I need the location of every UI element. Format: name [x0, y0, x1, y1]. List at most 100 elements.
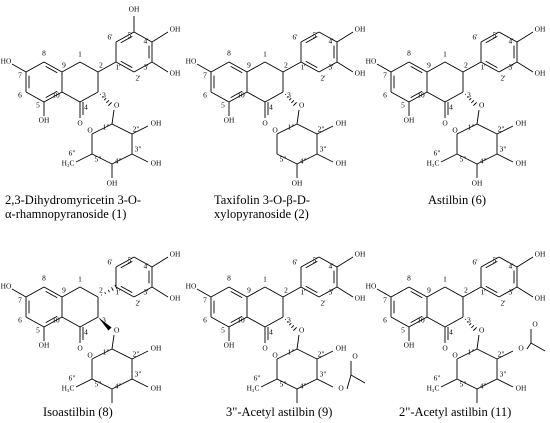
acetyl-methyl — [530, 342, 546, 352]
c2-b-ring-bond — [282, 61, 302, 73]
atom-number-s2: 2" — [133, 125, 140, 134]
ring-a-double — [230, 315, 243, 324]
atom-number-s5: 5" — [280, 380, 287, 389]
sugar-bond — [111, 153, 133, 165]
atom-number-s4: 4" — [300, 157, 307, 166]
atom-number-c4p: 4' — [328, 262, 334, 271]
atom-number-c4p: 4' — [508, 37, 514, 46]
sugar-bond — [476, 123, 498, 135]
sugar-bond — [276, 348, 298, 360]
atom-number-c1: 1 — [263, 275, 267, 284]
hash-stroke — [108, 102, 112, 106]
sugar-methyl-bond — [260, 378, 278, 388]
c3pp-oh-label: O — [338, 384, 344, 393]
caption-compound-1: 2,3-Dihydromyricetin 3-O- α-rhamnopyrano… — [5, 193, 141, 221]
ring-b-bond — [300, 61, 320, 73]
c4p-oh-label: OH — [170, 25, 181, 34]
c3p-oh-label: OH — [535, 69, 546, 78]
c3p-oh-label: OH — [170, 294, 181, 303]
ring-a-bond — [43, 91, 63, 103]
hash-stroke — [468, 322, 472, 326]
atom-number-c1: 1 — [443, 275, 447, 284]
ring-b-double — [305, 60, 318, 69]
ring-b-double — [485, 35, 498, 44]
acetyl-oxygen-label: O — [532, 320, 538, 329]
c5p-oh-label: OH — [129, 5, 140, 14]
atom-number-s4: 4" — [480, 157, 487, 166]
atom-number-c1p: 1' — [300, 63, 306, 72]
structure-compound-6: OOHHOOHOHOOOHOHOHH₃C891056712341'2'3'4'5… — [366, 25, 546, 188]
c6pp-methyl-label: H₃C — [427, 159, 440, 168]
structure-compound-1: OOHHOOHOHOHOOOHOHOHH₃C891056712341'2'3'4… — [1, 5, 181, 188]
ring-a-bond — [390, 91, 410, 103]
sugar-bond — [296, 153, 318, 165]
hash-stroke — [284, 318, 287, 321]
atom-number-c7: 7 — [203, 296, 207, 305]
ring-b-bond — [300, 31, 320, 43]
ring-a-bond — [390, 286, 410, 298]
glycosidic-oxygen-label: O — [479, 326, 485, 335]
sugar-oh-bond — [316, 153, 334, 163]
atom-number-c10: 10 — [52, 316, 60, 325]
atom-number-c5: 5 — [36, 101, 40, 110]
atom-number-s1: 1" — [288, 123, 295, 132]
atom-number-c3: 3 — [102, 316, 106, 325]
oh-bond — [11, 63, 27, 73]
c3pp-oh-label: OH — [336, 159, 347, 168]
c4p-oh-label: OH — [355, 25, 366, 34]
sugar-bond — [276, 123, 298, 135]
oh-bond — [516, 286, 534, 298]
ring-b-double — [120, 285, 133, 294]
hash-stroke — [470, 324, 475, 329]
ring-c-bond — [61, 316, 81, 328]
c2pp-oh-label: OH — [151, 119, 162, 128]
atom-number-c2p: 2' — [320, 74, 326, 83]
ring-a-bond — [408, 316, 428, 328]
atom-number-c5: 5 — [401, 326, 405, 335]
atom-number-c9: 9 — [247, 286, 251, 295]
atom-number-s3: 3" — [320, 370, 327, 379]
atom-number-c3p: 3' — [508, 63, 514, 72]
c3p-oh-label: OH — [170, 69, 181, 78]
ring-a-double — [410, 90, 423, 99]
sugar-ring-oxygen-label: O — [272, 126, 278, 135]
c3pp-oh-label: OH — [151, 384, 162, 393]
c4pp-oh-label: OH — [107, 179, 118, 188]
ring-b-bond — [133, 61, 153, 73]
ring-c-bond — [61, 61, 81, 73]
ring-c-bond — [79, 91, 99, 103]
sugar-oh-bond — [131, 378, 149, 388]
c3p-oh-label: OH — [535, 294, 546, 303]
ring-a-double — [230, 290, 243, 299]
oh-bond — [151, 256, 169, 268]
ring-c-bond — [444, 61, 464, 73]
c6pp-methyl-label: H₃C — [247, 384, 260, 393]
c4pp-oh-label: OH — [292, 404, 303, 405]
sugar-bond — [111, 378, 133, 390]
atom-number-c2: 2 — [464, 286, 468, 295]
glycosidic-oxygen-label: O — [114, 101, 120, 110]
oh-bond — [336, 256, 354, 268]
atom-number-c4p: 4' — [143, 262, 149, 271]
c5-oh-label: OH — [39, 341, 50, 350]
c6pp-methyl-label: H₃C — [62, 159, 75, 168]
acetyl-bond — [526, 342, 532, 350]
ring-c-bond — [61, 286, 81, 298]
hash-stroke — [466, 320, 469, 323]
sugar-bond — [296, 378, 318, 390]
sugar-oh-bond — [496, 125, 514, 135]
c3-o-bond — [284, 318, 297, 331]
atom-number-s5: 5" — [95, 155, 102, 164]
ring-a-double — [45, 315, 58, 324]
sugar-bond — [91, 348, 113, 360]
ring-c-bond — [246, 91, 266, 103]
sugar-bond — [476, 348, 498, 360]
ring-c-bond — [444, 286, 464, 298]
ring-b-double — [485, 260, 498, 269]
c4pp-oh-label: OH — [472, 179, 483, 188]
ring-b-bond — [115, 31, 135, 43]
c2pp-oh-label: OH — [151, 344, 162, 353]
atom-number-s4: 4" — [115, 157, 122, 166]
atom-number-c5: 5 — [221, 101, 225, 110]
atom-number-c1: 1 — [78, 50, 82, 59]
